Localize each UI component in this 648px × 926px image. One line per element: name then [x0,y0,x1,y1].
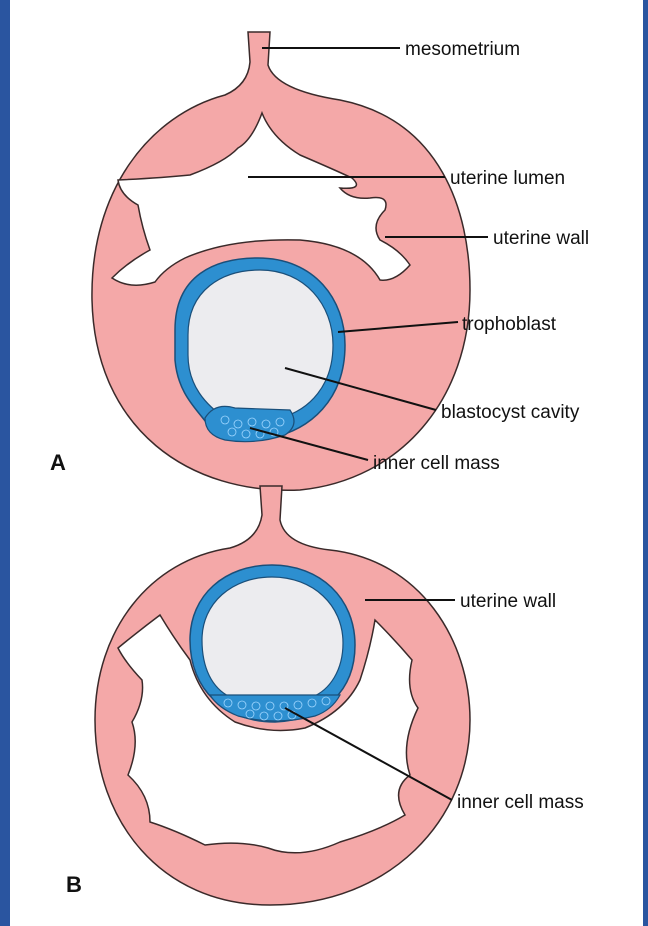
label-uterine-wall-b: uterine wall [460,591,556,612]
panel-b-blastocyst-cavity [202,577,343,697]
label-mesometrium: mesometrium [405,39,520,60]
label-uterine-wall-a: uterine wall [493,228,589,249]
label-inner-cell-mass-b: inner cell mass [457,792,584,813]
panel-a-blastocyst-cavity [188,270,333,420]
label-trophoblast: trophoblast [462,314,557,335]
label-inner-cell-mass-a: inner cell mass [373,453,500,474]
panel-letter-b: B [66,872,82,897]
label-uterine-lumen: uterine lumen [450,168,565,189]
label-blastocyst-cavity: blastocyst cavity [441,402,580,423]
panel-letter-a: A [50,450,66,475]
